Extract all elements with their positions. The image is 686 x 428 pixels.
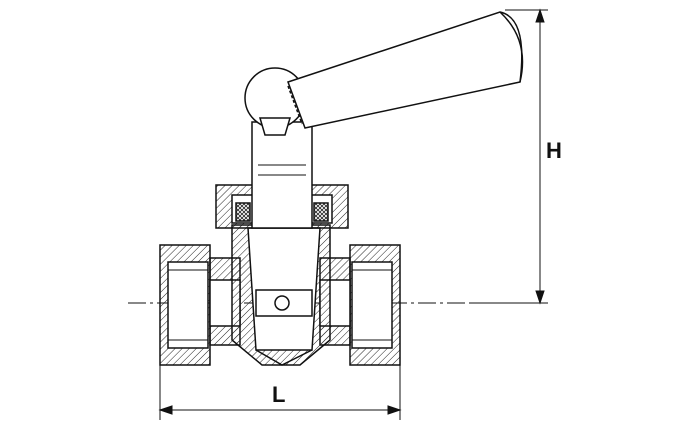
handle-lever [287,11,524,129]
length-label: L [272,382,285,407]
valve-body [159,67,401,366]
height-label: H [546,138,562,163]
dimension-h [470,8,548,305]
dimension-l [158,365,402,420]
